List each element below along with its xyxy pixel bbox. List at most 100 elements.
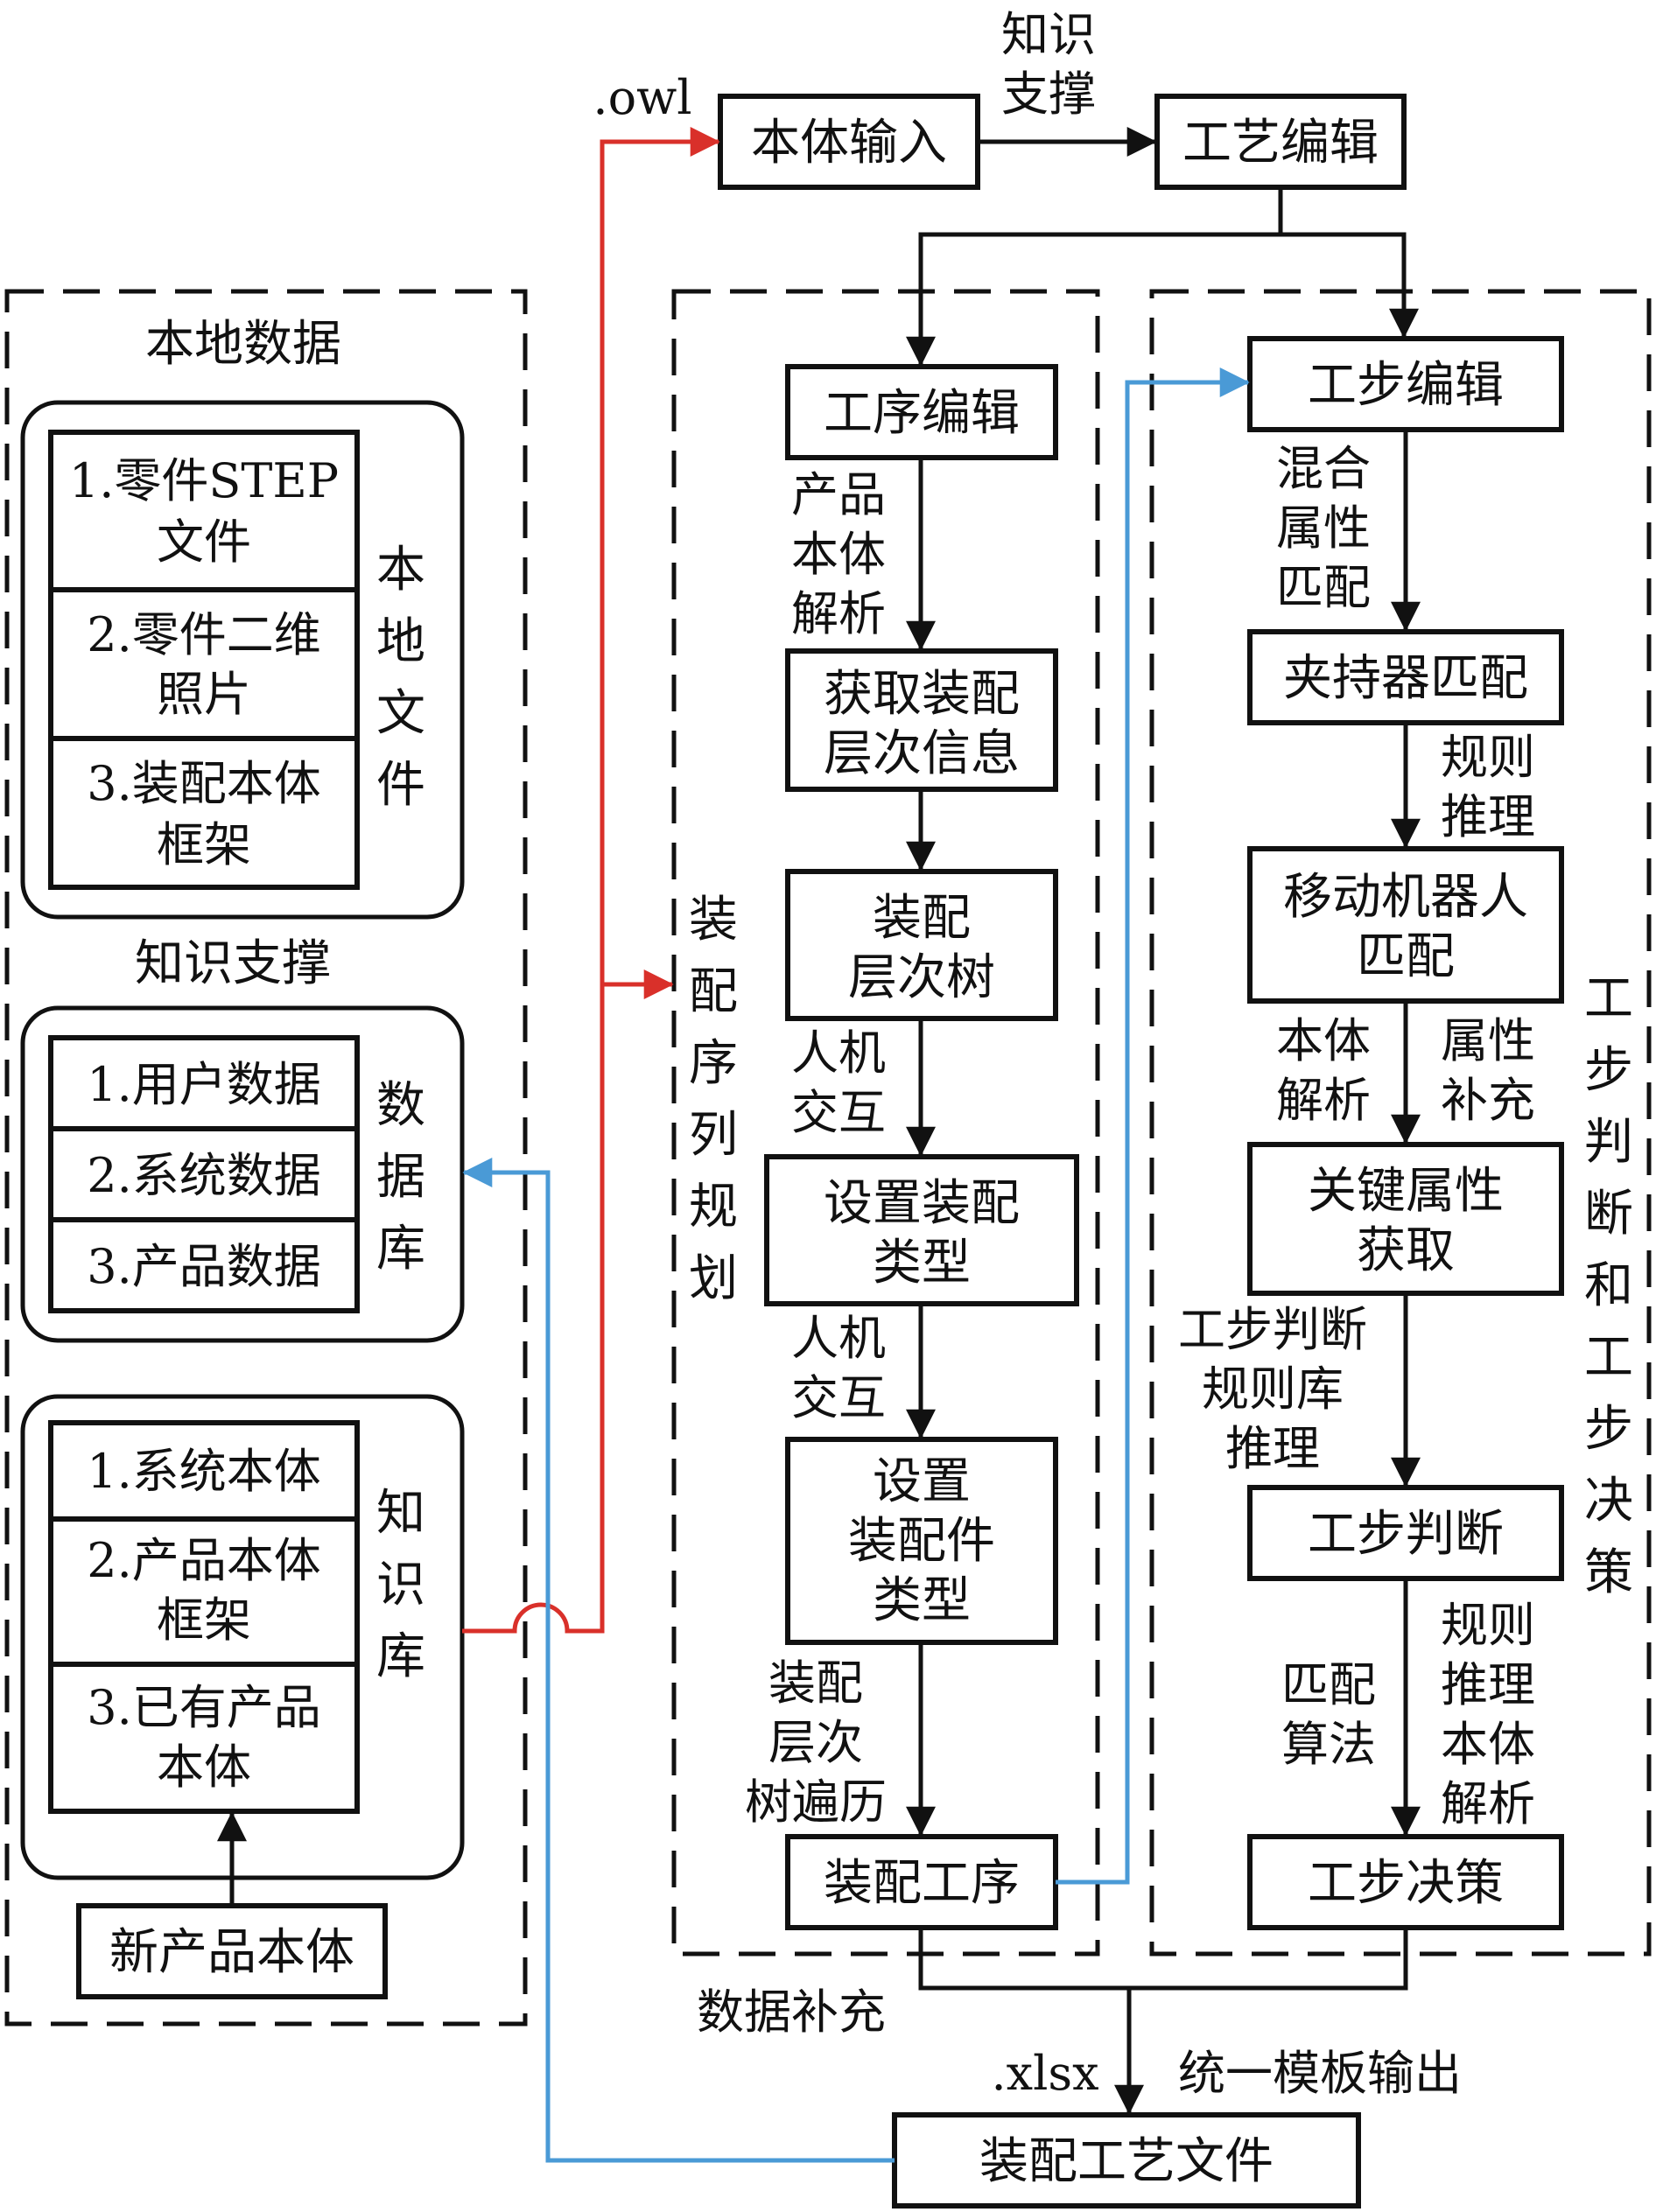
step-decision-section-label: 工 步 判 断 和 工 步 决 策 [1584,970,1633,1601]
key-attr-line-2: 获取 [1357,1222,1455,1279]
edge-tree-traverse-2: 层次 [768,1715,863,1770]
get-hierarchy-box [785,648,1058,792]
knowledge-item-3-box [48,1662,360,1814]
assembly-file-box [892,2112,1361,2208]
blue-process-to-step-line [1056,368,1250,1885]
svg-text:工: 工 [1584,970,1633,1027]
edge-rule-reason-1: 规则 [1441,730,1535,785]
svg-text:工: 工 [1584,1329,1633,1386]
local-files-label-4: 件 [376,757,425,814]
process-edit-to-step-edit-arrow [1281,232,1419,339]
step-judge-label: 工步判断 [1308,1506,1504,1563]
hierarchy-tree-line-1: 装配 [873,890,971,947]
gripper-match-box [1247,629,1564,725]
local-file-3-line-1: 3.装配本体 [87,756,321,811]
unified-output-label: 统一模板输出 [1178,2046,1462,2101]
database-item-2-box [48,1126,360,1222]
local-file-3-line-2: 框架 [157,817,251,872]
database-label-2: 据 [376,1149,425,1206]
svg-text:装: 装 [689,892,738,948]
set-part-type-line-2: 装配件 [848,1513,995,1570]
ontology-input-label: 本体输入 [751,115,947,172]
sequence-planning-label: 装 配 序 列 规 划 [689,892,738,1307]
edge-hci-1-line-2: 交互 [791,1085,886,1140]
ontology-input-box [718,94,980,190]
database-item-1-box [48,1035,360,1131]
edge-match-algo-1: 匹配 [1281,1657,1376,1712]
svg-text:步: 步 [1584,1401,1633,1458]
assembly-process-box [785,1834,1058,1930]
step-edit-box [1247,336,1564,432]
data-supplement-label: 数据补充 [697,1984,886,2040]
step-decision-label: 工步决策 [1308,1855,1504,1912]
knowledge-item-3-line-1: 3.已有产品 [87,1680,321,1735]
gripper-match-label: 夹持器匹配 [1283,650,1528,707]
database-label-3: 库 [376,1221,425,1278]
knowledge-item-3-line-2: 本体 [157,1740,251,1795]
merge-line [918,1928,1408,1991]
edge-tree-traverse-1: 装配 [768,1656,863,1711]
local-file-2-box [48,587,360,741]
step-edit-process-label: 工序编辑 [824,385,1020,442]
database-item-3-label: 3.产品数据 [87,1239,321,1294]
robot-match-line-1: 移动机器人 [1283,869,1528,926]
database-label-1: 数 [376,1077,425,1134]
edge-rule-parse-4: 解析 [1441,1776,1535,1831]
edge-rule-parse-3: 本体 [1441,1717,1535,1772]
local-files-label-3: 文 [376,685,425,742]
xlsx-label: .xlsx [991,2046,1098,2101]
edge-match-algo-2: 算法 [1281,1717,1376,1772]
step-edit-process-box [785,364,1058,460]
robot-match-box [1247,846,1564,1004]
knowledge-base-label-3: 库 [376,1628,425,1685]
edge-tree-traverse-3: 树遍历 [745,1774,887,1830]
database-item-2-label: 2.系统数据 [87,1148,321,1203]
assembly-process-label: 装配工序 [824,1855,1020,1912]
key-attr-box [1247,1142,1564,1296]
svg-text:决: 决 [1584,1473,1633,1530]
key-attr-line-1: 关键属性 [1308,1163,1504,1220]
process-edit-label: 工艺编辑 [1182,115,1379,172]
local-file-2-line-2: 照片 [157,667,251,722]
set-assembly-type-line-1: 设置装配 [824,1175,1020,1232]
edge-attr-supplement-2: 补充 [1441,1073,1535,1128]
edge-rule-lib-1: 工步判断 [1178,1302,1367,1357]
svg-text:序: 序 [689,1035,738,1092]
svg-text:配: 配 [689,963,738,1020]
step-judge-box [1247,1485,1564,1581]
edge-rule-lib-2: 规则库 [1202,1362,1344,1417]
svg-text:列: 列 [689,1107,738,1164]
knowledge-support-title: 知识支撑 [135,935,331,992]
edge-rule-parse-1: 规则 [1441,1598,1535,1653]
svg-text:步: 步 [1584,1042,1633,1099]
knowledge-item-1-box [48,1420,360,1522]
step-edit-label: 工步编辑 [1308,357,1504,414]
set-assembly-type-box [764,1154,1079,1306]
svg-text:规: 规 [689,1179,738,1236]
svg-text:划: 划 [689,1250,738,1307]
knowledge-support-edge-label-2: 支撑 [1001,66,1096,122]
local-file-2-line-1: 2.零件二维 [87,607,321,662]
step-decision-box [1247,1834,1564,1930]
edge-mixed-match-3: 匹配 [1276,560,1371,615]
edge-hci-2-line-2: 交互 [791,1370,886,1425]
get-hierarchy-line-2: 层次信息 [824,725,1020,782]
knowledge-base-label-1: 知 [376,1485,425,1542]
local-file-3-box [48,736,360,890]
local-data-region [4,289,528,2026]
edge-ontology-parse-2: 解析 [1276,1073,1371,1128]
new-product-label: 新产品本体 [109,1924,354,1981]
process-edit-split-line [906,187,1283,367]
edge-product-parse-2: 本体 [791,527,886,582]
knowledge-item-2-line-2: 框架 [157,1592,251,1648]
svg-text:策: 策 [1584,1544,1633,1601]
edge-ontology-parse-1: 本体 [1276,1013,1371,1068]
knowledge-support-edge-label-1: 知识 [1001,7,1096,62]
edge-hci-1-line-1: 人机 [791,1026,886,1081]
edge-product-parse-3: 解析 [791,586,886,641]
edge-hci-2-line-1: 人机 [791,1311,886,1366]
hierarchy-tree-line-2: 层次树 [848,949,995,1006]
database-item-3-box [48,1217,360,1313]
step-decision-region [1149,289,1652,1956]
set-part-type-box [785,1437,1058,1645]
